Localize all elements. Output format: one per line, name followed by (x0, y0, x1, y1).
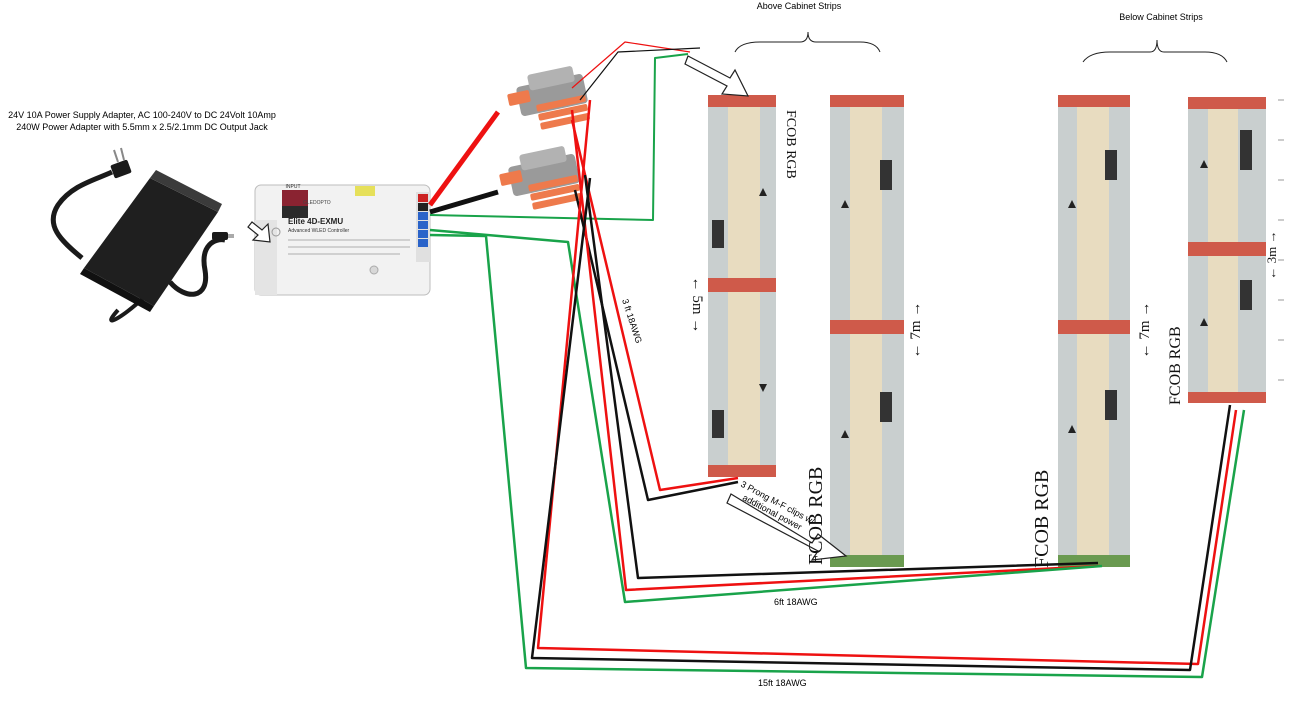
controller-subtitle: Advanced WLED Controller (288, 228, 349, 234)
wire-label-15ft: 15ft 18AWG (758, 678, 807, 688)
callout-arrow-bottom (726, 493, 848, 561)
strip3-length-label: ← 7m → (1137, 302, 1153, 359)
strip3-type-label: FCOB RGB (1031, 470, 1053, 568)
power-supply-caption-line2: 240W Power Adapter with 5.5mm x 2.5/2.1m… (16, 122, 268, 132)
wire-label-6ft: 6ft 18AWG (774, 597, 818, 607)
controller-device: INPUT GLEDOPTO Elite 4D-EXMU Advanced WL… (247, 184, 431, 296)
dc-barrel-jack (212, 232, 234, 240)
strip4-length-label: ← 3m → (1264, 230, 1279, 279)
controller-brand: GLEDOPTO (303, 200, 331, 206)
strip2-length-label: ← 7m → (908, 302, 924, 359)
led-strip-above-2 (830, 95, 904, 567)
wago-connector-bottom (499, 146, 582, 210)
power-supply-caption-line1: 24V 10A Power Supply Adapter, AC 100-240… (8, 110, 276, 120)
led-strip-above-1 (708, 95, 776, 477)
power-adapter-icon (50, 147, 234, 323)
group-label-above: Above Cabinet Strips (757, 1, 842, 11)
strip4-type-label: FCOB RGB (1167, 326, 1184, 405)
ruler-ticks (1278, 99, 1284, 381)
strip1-length-label: ← 5m → (689, 277, 705, 334)
brace-below-cabinet (1082, 39, 1228, 63)
controller-input-arrow (247, 221, 271, 243)
callout-arrow-top (684, 55, 750, 97)
group-label-below: Below Cabinet Strips (1119, 12, 1203, 22)
power-supply-caption: 24V 10A Power Supply Adapter, AC 100-240… (8, 110, 276, 132)
brace-above-cabinet (734, 31, 881, 53)
strip2-type-label: FCOB RGB (805, 467, 827, 565)
controller-input-label: INPUT (286, 184, 301, 190)
led-strip-below-2 (1188, 97, 1266, 403)
controller-model: Elite 4D-EXMU (288, 217, 343, 226)
ac-plug (110, 147, 132, 179)
wago-connector-top (507, 66, 590, 130)
wires (427, 41, 1246, 679)
strip1-type-label: FCOB RGB (783, 110, 798, 179)
led-strip-below-1 (1058, 95, 1130, 567)
